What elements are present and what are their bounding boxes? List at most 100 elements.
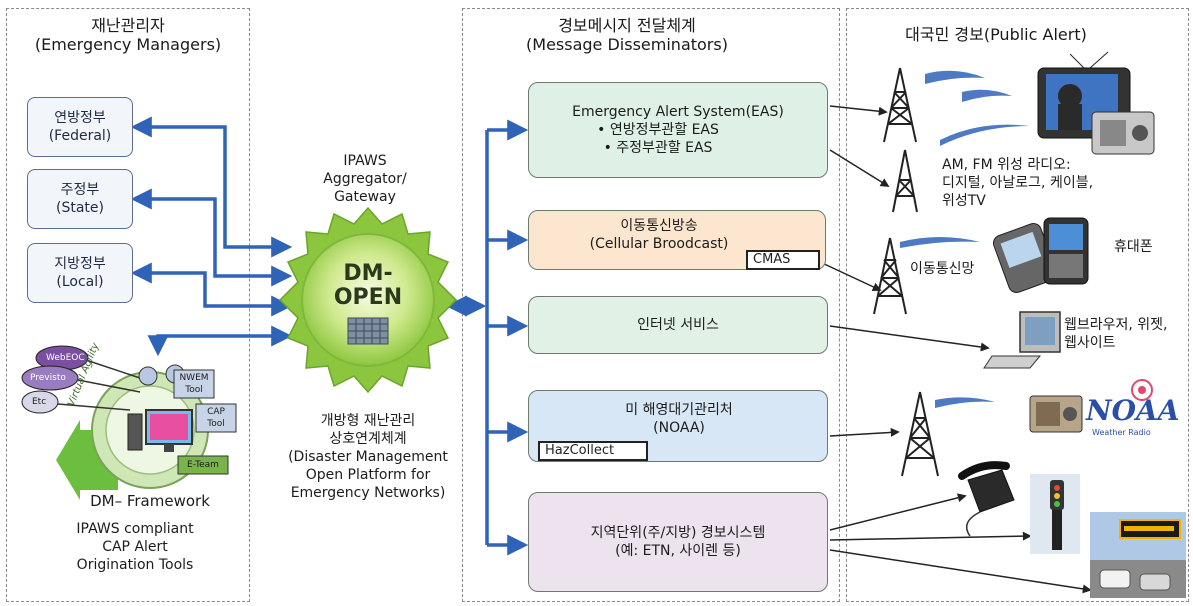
local-box[interactable]: 지방정부 (Local) <box>27 243 133 303</box>
gateway-desc-4: Open Platform for <box>305 467 431 483</box>
local-label-en: (Local) <box>56 274 104 290</box>
eas-state: • 주정부관할 EAS <box>603 140 713 156</box>
e-team-bg <box>177 455 229 475</box>
web-line-1: 웹브라우저, 위젯, <box>1064 317 1168 333</box>
local-to-phone <box>829 493 967 531</box>
internet-title: 인터넷 서비스 <box>637 317 719 333</box>
managers-title-en: (Emergency Managers) <box>34 35 222 54</box>
local-to-road <box>829 549 1092 594</box>
noaa-radio-icon <box>1029 379 1153 433</box>
previsto-badge-bg <box>21 365 79 391</box>
radio-tv-line-1: AM, FM 위성 라디오: <box>942 157 1071 173</box>
mobile-phone-label: 휴대폰 <box>1114 239 1153 255</box>
gateway-label-2: Aggregator/ <box>323 171 407 187</box>
state-label-en: (State) <box>56 200 104 216</box>
manager-connectors <box>130 116 293 357</box>
e-team-tag: E-Team <box>187 460 219 470</box>
dm-open-line-1: DM- <box>343 261 393 286</box>
cap-tool-bg <box>195 403 237 433</box>
gateway-description: 개방형 재난관리 상호연계체계 (Disaster Management Ope… <box>270 412 466 502</box>
state-connector <box>130 188 293 287</box>
federal-label-ko: 연방정부 <box>54 110 106 126</box>
local-alert-title: 지역단위(주/지방) 경보시스템 <box>590 525 766 541</box>
state-label-ko: 주정부 <box>60 182 100 198</box>
radio-icon <box>1091 111 1155 155</box>
local-to-signal <box>829 531 1032 541</box>
nwem-tool: NWEM Tool <box>179 373 209 395</box>
public-connectors <box>819 105 1092 594</box>
framework-caption: IPAWS compliant CAP Alert Origination To… <box>40 520 230 574</box>
disseminators-title-ko: 경보메시지 전달체계 <box>558 16 696 35</box>
cellular-subtitle: (Cellular Broodcast) <box>589 236 729 252</box>
framework-caption-2: CAP Alert <box>102 539 168 555</box>
etc-badge-bg <box>21 390 59 414</box>
tower-icon-cell <box>873 237 907 315</box>
framework-connector <box>147 325 293 357</box>
dm-framework-label: DM– Framework <box>90 492 210 510</box>
server-rack-icon <box>347 317 389 345</box>
noaa-to-tower <box>829 427 900 437</box>
mobile-phones-icon <box>993 217 1089 293</box>
federal-label-en: (Federal) <box>48 128 112 144</box>
gateway-label-1: IPAWS <box>343 153 387 169</box>
previsto-badge: Previsto <box>30 373 66 383</box>
ipaws-gateway-label: IPAWS Aggregator/ Gateway <box>300 152 430 206</box>
federal-connector <box>130 116 293 258</box>
traffic-signal-icon <box>1030 474 1080 554</box>
federal-box[interactable]: 연방정부 (Federal) <box>27 97 133 157</box>
noaa-logo: NOAA <box>1086 394 1180 427</box>
public-alert-title-text: 대국민 경보(Public Alert) <box>905 25 1087 44</box>
public-alert-title: 대국민 경보(Public Alert) <box>856 25 1136 44</box>
public-alert-panel <box>846 8 1189 602</box>
eas-title: Emergency Alert System(EAS) <box>572 104 784 120</box>
radio-tv-line-2: 디지털, 아날로그, 케이블, <box>942 175 1094 191</box>
disseminators-title: 경보메시지 전달체계 (Message Disseminators) <box>462 16 792 54</box>
eas-to-tower-2 <box>829 149 890 187</box>
tower-icon-radio <box>892 149 918 213</box>
gateway-desc-3: (Disaster Management <box>288 449 448 465</box>
computer-icon <box>983 311 1061 369</box>
tower-icon-eas <box>883 67 917 143</box>
managers-title: 재난관리자 (Emergency Managers) <box>6 16 250 54</box>
noaa-subtitle: (NOAA) <box>653 420 705 436</box>
noaa-title: 미 해영대기관리처 <box>625 402 733 418</box>
eas-box[interactable]: Emergency Alert System(EAS) • 연방정부관할 EAS… <box>528 82 828 178</box>
highway-sign-icon <box>1090 512 1186 598</box>
dm-open-line-2: OPEN <box>333 285 403 310</box>
framework-caption-3: Origination Tools <box>76 557 194 573</box>
local-alert-system-box[interactable]: 지역단위(주/지방) 경보시스템 (예: ETN, 사이렌 등) <box>528 492 828 592</box>
radio-tv-text: AM, FM 위성 라디오: 디지털, 아날로그, 케이블, 위성TV <box>942 156 1093 210</box>
web-line-2: 웹사이트 <box>1064 335 1116 351</box>
cmas-tag[interactable]: CMAS <box>746 250 820 270</box>
wave-icons <box>900 70 1030 408</box>
cellular-title: 이동통신방송 <box>620 218 698 234</box>
gateway-desc-2: 상호연계체계 <box>329 431 407 447</box>
eas-to-tower-1 <box>829 105 888 116</box>
state-box[interactable]: 주정부 (State) <box>27 169 133 229</box>
etc-badge: Etc <box>32 397 47 407</box>
dm-open-gear <box>278 206 458 394</box>
gateway-desc-5: Emergency Networks) <box>290 485 446 501</box>
dm-framework-illustration <box>21 345 237 500</box>
web-label: 웹브라우저, 위젯, 웹사이트 <box>1064 316 1168 352</box>
mobile-network-label: 이동통신망 <box>910 261 975 277</box>
noaa-logo-sub: Weather Radio <box>1092 428 1151 437</box>
webeoc-badge: WebEOC <box>46 353 85 363</box>
eas-federal: • 연방정부관할 EAS <box>597 122 719 138</box>
cap-tool: CAP Tool <box>207 407 225 429</box>
managers-title-ko: 재난관리자 <box>91 16 165 35</box>
radio-tv-line-3: 위성TV <box>942 193 986 209</box>
tower-icons <box>873 67 939 477</box>
hazcollect-tag[interactable]: HazCollect <box>538 441 648 461</box>
disseminator-connectors <box>445 119 529 556</box>
tower-icon-noaa <box>901 391 939 477</box>
gateway-label-3: Gateway <box>334 189 396 205</box>
framework-caption-1: IPAWS compliant <box>76 521 194 537</box>
nwem-tool-bg <box>173 369 215 399</box>
gateway-desc-1: 개방형 재난관리 <box>320 413 416 429</box>
local-connector <box>130 262 293 317</box>
disseminators-title-en: (Message Disseminators) <box>526 35 728 54</box>
dm-open-core-label: DM- OPEN <box>318 262 418 310</box>
internet-service-box[interactable]: 인터넷 서비스 <box>528 296 828 354</box>
